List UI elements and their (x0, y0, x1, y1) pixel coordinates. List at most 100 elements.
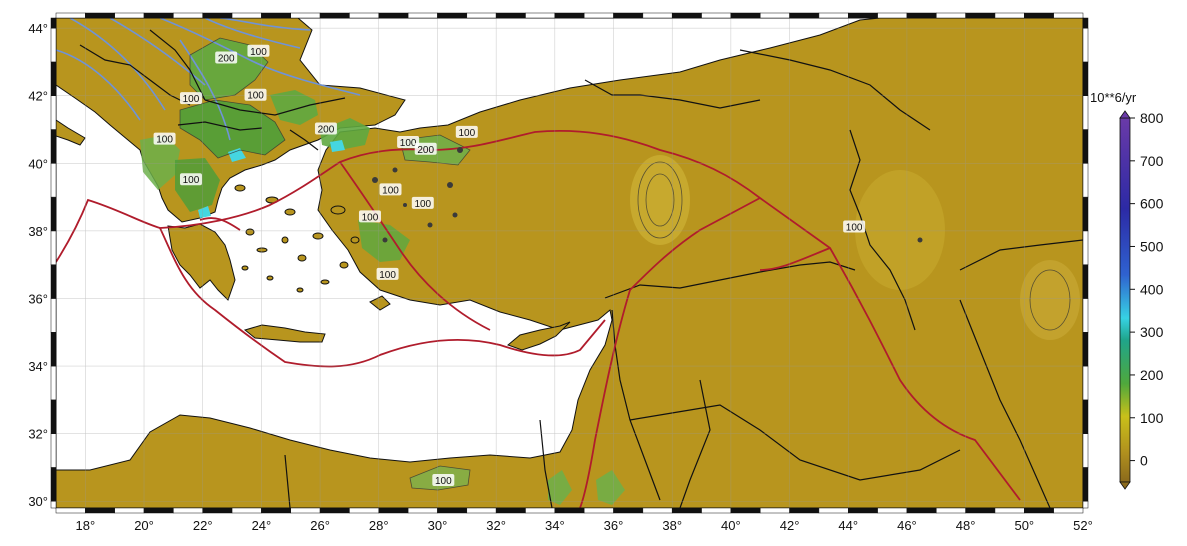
frame-segment (143, 12, 174, 19)
frame-segment (848, 12, 878, 19)
frame-segment (1082, 129, 1089, 164)
lon-tick-label: 32° (486, 518, 506, 533)
land-anatolia-east (56, 18, 1083, 508)
pale-zone-east-anatolia (855, 170, 945, 290)
frame-segment (437, 12, 468, 19)
frame-segment (466, 12, 497, 19)
frame-segment (936, 507, 966, 514)
colorbar-min-arrow (1119, 481, 1131, 490)
land-cyprus (507, 321, 571, 351)
frame-segment (1082, 332, 1089, 367)
land-peloponnese (167, 223, 236, 301)
frame-segment (50, 433, 57, 468)
frame-segment (143, 507, 174, 514)
contour-label: 100 (435, 476, 452, 487)
frame-segment (85, 507, 115, 514)
frame-segment (1024, 507, 1054, 514)
frame-segment (50, 27, 57, 63)
lon-tick-label: 40° (721, 518, 741, 533)
frame-segment (50, 95, 57, 130)
colorbar-tick-label: 600 (1140, 196, 1164, 212)
anomaly-macedonia (180, 100, 285, 158)
pale-zone-caspian (1020, 260, 1080, 340)
frame-segment (759, 12, 790, 19)
frame-segment (466, 507, 497, 514)
frame-segment (378, 12, 409, 19)
lon-tick-label: 24° (252, 518, 272, 533)
contour-label-bg (314, 122, 337, 135)
lat-tick-label: 32° (28, 427, 48, 442)
contour-label: 100 (362, 212, 379, 223)
frame-segment (50, 365, 57, 401)
frame-segment (349, 507, 380, 514)
lon-tick-label: 46° (897, 518, 917, 533)
colorbar-tick-label: 400 (1140, 281, 1164, 297)
frame-segment (848, 507, 878, 514)
contour-label: 100 (458, 128, 475, 139)
frame-segment (613, 12, 644, 19)
frame-segment (349, 12, 380, 19)
frame-segment (202, 507, 233, 514)
frame-segment (1082, 196, 1089, 232)
lon-tick-label: 18° (76, 518, 96, 533)
frame-segment (583, 12, 614, 19)
frame-segment (173, 12, 203, 19)
frame-segment (1024, 12, 1054, 19)
frame-segment (50, 399, 57, 434)
lon-tick-label: 36° (604, 518, 624, 533)
frame-segment (437, 507, 468, 514)
frame-segment (730, 12, 761, 19)
contour-label-bg (397, 136, 420, 149)
frame-segment (877, 507, 908, 514)
frame-segment (613, 507, 644, 514)
frame-segment (202, 12, 233, 19)
contour-label: 100 (414, 199, 431, 210)
frame-segment (1082, 500, 1089, 509)
lon-tick-label: 50° (1014, 518, 1034, 533)
contour-label: 100 (846, 223, 863, 234)
lon-tick-label: 28° (369, 518, 389, 533)
frame-segment (759, 507, 790, 514)
contour-label: 100 (183, 94, 200, 105)
frame-segment (818, 12, 849, 19)
frame-segment (50, 61, 57, 96)
frame-segment (1082, 163, 1089, 198)
frame-segment (1082, 433, 1089, 468)
frame-segment (407, 12, 438, 19)
contour-label-bg (358, 210, 381, 223)
hotspot-dots (372, 147, 923, 243)
frame-segment (261, 12, 291, 19)
frame-segment (701, 507, 732, 514)
frame-segment (583, 507, 614, 514)
frame-segment (965, 12, 996, 19)
lat-tick-label: 30° (28, 494, 48, 509)
lon-tick-label: 34° (545, 518, 565, 533)
frame-segment (906, 12, 937, 19)
frame-segment (50, 298, 57, 333)
contour-label: 200 (318, 125, 335, 136)
frame-segment (525, 12, 556, 19)
lat-tick-label: 38° (28, 224, 48, 239)
lon-tick-label: 42° (780, 518, 800, 533)
contour-labels: 1001002001001002001001002001001001001001… (153, 44, 866, 487)
frame-segment (994, 12, 1025, 19)
colorbar-max-arrow (1119, 110, 1131, 119)
lat-tick-label: 34° (28, 359, 48, 374)
contour-label: 200 (218, 54, 235, 65)
frame-segment (378, 507, 409, 514)
frame-segment (114, 507, 145, 514)
anomaly-thrace (270, 90, 318, 125)
frame-segment (50, 196, 57, 232)
frame-segment (85, 12, 115, 19)
contour-label-bg (179, 92, 202, 105)
anomaly-albania (140, 135, 180, 190)
frame-segment (114, 12, 145, 19)
frame-segment (407, 507, 438, 514)
frame-segment (319, 507, 350, 514)
lon-tick-label: 22° (193, 518, 213, 533)
colorbar-tick-label: 700 (1140, 153, 1164, 169)
land-crete (243, 324, 326, 343)
frame-segment (525, 507, 556, 514)
contour-label-bg (215, 51, 238, 64)
